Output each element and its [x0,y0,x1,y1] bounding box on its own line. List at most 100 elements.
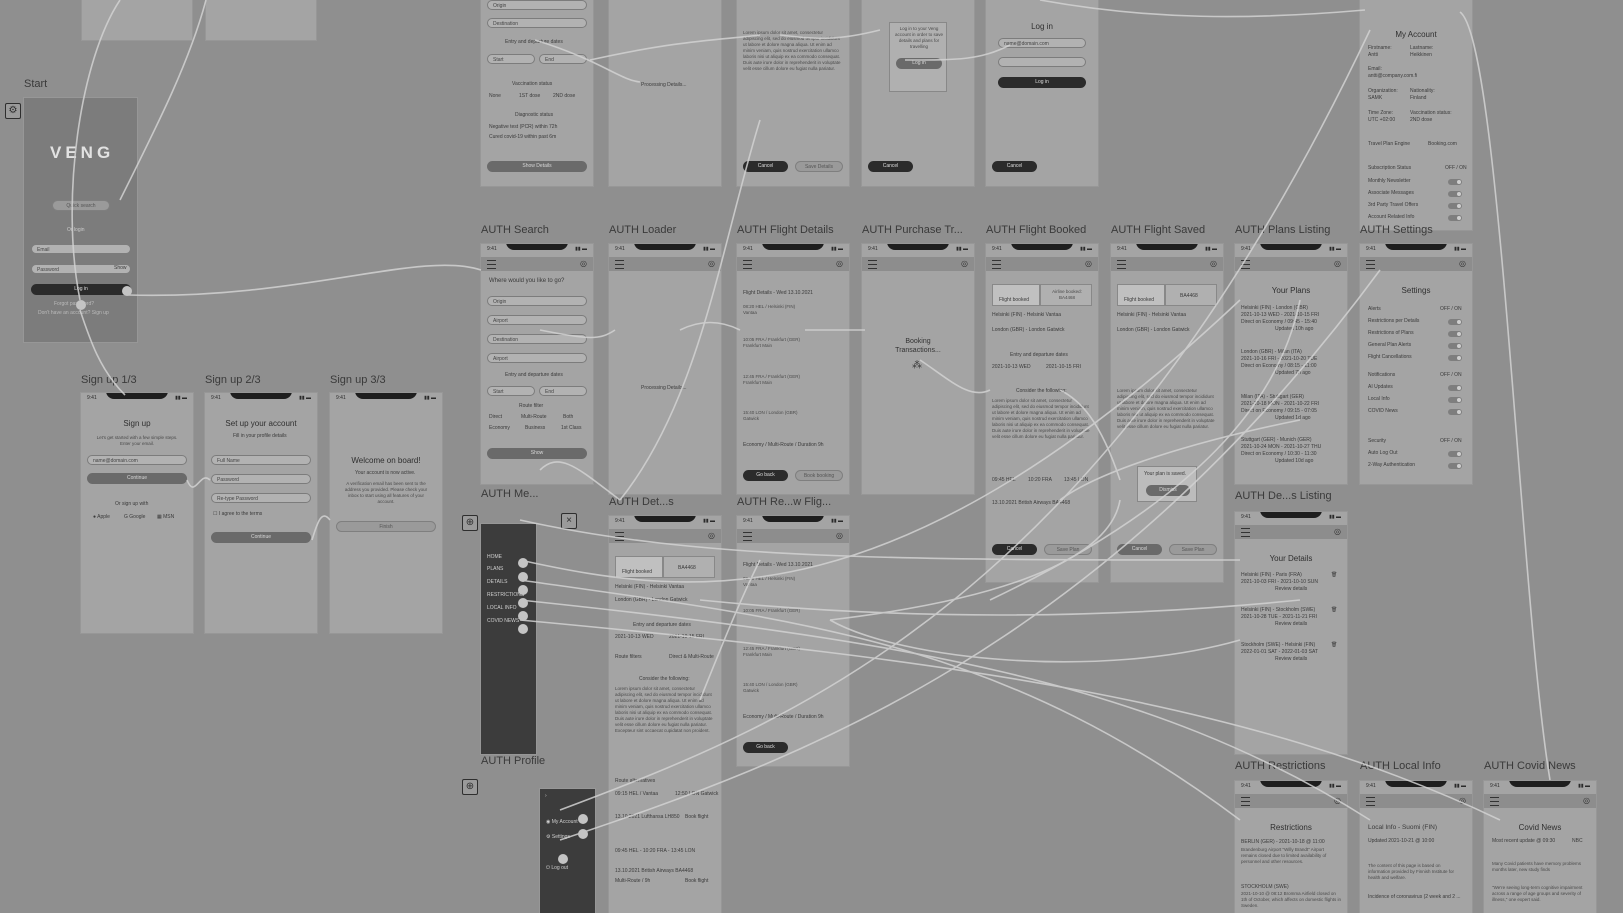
saved-dismiss-button[interactable]: Dismiss [1146,485,1190,496]
top-cancel-button[interactable]: Cancel [743,161,788,172]
covid-source[interactable]: NBC [1572,838,1583,844]
delete-icon-2[interactable]: 🗑 [1331,607,1338,613]
top-cancel-button-3[interactable]: Cancel [992,161,1037,172]
user-icon-11[interactable]: ◎ [1334,527,1341,536]
menu-restrictions[interactable]: RESTRICTIONS [487,592,525,598]
saved-route-2[interactable]: London (GBR) - London Gatwick [1117,327,1190,333]
booked-save-plan-button[interactable]: Save Plan [1044,544,1092,555]
sub-toggle-4[interactable] [1448,215,1462,221]
sub-toggle-1[interactable] [1448,179,1462,185]
signup-email-field[interactable]: name@domain.com [87,455,187,465]
both-radio[interactable]: Both [563,414,574,420]
retype-password-field[interactable]: Re-type Password [211,493,311,503]
link-handle-6[interactable] [518,598,528,608]
hamburger-icon-14[interactable] [1490,797,1499,806]
dlist-1-review[interactable]: Review details [1275,586,1308,592]
user-icon-6[interactable]: ◎ [1210,259,1217,268]
notif-toggle-2[interactable] [1448,397,1462,403]
search-origin-airport[interactable]: Airport [487,315,587,325]
link-handle-7[interactable] [518,611,528,621]
login-modal-button[interactable]: Log in [998,77,1086,88]
link-handle-10[interactable] [578,829,588,839]
dlist-3-review[interactable]: Review details [1275,656,1308,662]
multi-route-radio[interactable]: Multi-Route [521,414,547,420]
cured-checkbox[interactable]: Cured covid-19 within past 6m [489,134,557,140]
quick-search-button[interactable]: Quick search [52,200,110,211]
hamburger-icon-4[interactable] [868,260,877,269]
top-end-date[interactable]: End [539,54,587,64]
booked-route-1[interactable]: Helsinki (FIN) - Helsinki Vantaa [992,312,1062,318]
add-overlay-icon-2[interactable]: ⊕ [462,779,478,795]
user-icon-14[interactable]: ◎ [1583,796,1590,805]
user-icon-2[interactable]: ◎ [708,259,715,268]
signup-link[interactable]: Don't have an account? Sign up [38,310,109,316]
login-modal-email[interactable]: name@domain.com [998,38,1086,48]
email-field[interactable]: Email [31,244,131,254]
booked-route-2[interactable]: London (GBR) - London Gatwick [992,327,1065,333]
top-save-details-button[interactable]: Save Details [795,161,843,172]
security-toggle-2[interactable] [1448,463,1462,469]
hamburger-icon-5[interactable] [992,260,1001,269]
first-class-radio[interactable]: 1st Class [561,425,582,431]
link-handle-5[interactable] [518,585,528,595]
user-icon-8[interactable]: ◎ [1459,259,1466,268]
details-tab-flight[interactable]: Flight booked [615,556,663,578]
booked-tab-airline[interactable]: Airline booked: BA4468 [1040,284,1092,306]
show-password-toggle[interactable]: Show [114,265,127,271]
user-icon-7[interactable]: ◎ [1334,259,1341,268]
search-destination-select[interactable]: Destination [487,334,587,344]
search-end-date[interactable]: End [539,386,587,396]
saved-save-plan-button[interactable]: Save Plan [1169,544,1217,555]
user-icon-10[interactable]: ◎ [836,531,843,540]
user-icon-5[interactable]: ◎ [1085,259,1092,268]
delete-icon[interactable]: 🗑 [1331,572,1338,578]
top-start-date[interactable]: Start [487,54,535,64]
details-tab-airline[interactable]: BA4468 [663,556,715,578]
msn-signup-button[interactable]: ▦ MSN [157,514,175,520]
search-show-button[interactable]: Show [487,448,587,459]
user-icon-9[interactable]: ◎ [708,531,715,540]
search-origin-select[interactable]: Origin [487,296,587,306]
vacc-dose2-radio[interactable]: 2ND dose [553,93,576,99]
security-toggle-1[interactable] [1448,451,1462,457]
user-icon-3[interactable]: ◎ [836,259,843,268]
details-route-2[interactable]: London (GBR) - London Gatwick [615,597,688,603]
hamburger-icon-2[interactable] [615,260,624,269]
user-icon[interactable]: ◎ [580,259,587,268]
top-origin-select[interactable]: Origin [487,0,587,10]
saved-tab-airline[interactable]: BA4468 [1165,284,1217,306]
link-handle-8[interactable] [518,624,528,634]
login-button[interactable]: Log in [31,284,131,295]
fd-go-back-button[interactable]: Go back [743,470,788,481]
neg-test-checkbox[interactable]: Negative test (PCR) within 72h [489,124,558,130]
profile-close-icon[interactable]: › [545,793,547,799]
apple-signup-button[interactable]: ● Apple [93,514,110,520]
signup-continue-button[interactable]: Continue [87,473,187,484]
vacc-none-radio[interactable]: None [489,93,501,99]
notif-toggle-1[interactable] [1448,385,1462,391]
hamburger-icon-7[interactable] [1241,260,1250,269]
hamburger-icon[interactable] [487,260,496,269]
google-signup-button[interactable]: G Google [124,514,146,520]
sub-toggle-3[interactable] [1448,203,1462,209]
review-go-back-button[interactable]: Go back [743,742,788,753]
economy-radio[interactable]: Economy [489,425,510,431]
alert-toggle-2[interactable] [1448,331,1462,337]
menu-covid-news[interactable]: COVID NEWS [487,618,520,624]
hamburger-icon-12[interactable] [1241,797,1250,806]
search-start-date[interactable]: Start [487,386,535,396]
forgot-password-link[interactable]: Forgot password? [54,301,95,307]
frame-settings-icon[interactable]: ⚙ [5,103,21,119]
dlist-2-review[interactable]: Review details [1275,621,1308,627]
fullname-field[interactable]: Full Name [211,455,311,465]
hamburger-icon-10[interactable] [743,532,752,541]
delete-icon-3[interactable]: 🗑 [1331,642,1338,648]
booked-tab-flight[interactable]: Flight booked [992,284,1040,306]
setup-continue-button[interactable]: Continue [211,532,311,543]
signup-password-field[interactable]: Password [211,474,311,484]
vacc-dose1-radio[interactable]: 1ST dose [519,93,541,99]
menu-details[interactable]: DETAILS [487,579,508,585]
agree-terms-checkbox[interactable]: ☐ I agree to the terms [213,511,263,517]
hamburger-icon-13[interactable] [1366,797,1375,806]
link-handle-3[interactable] [518,558,528,568]
